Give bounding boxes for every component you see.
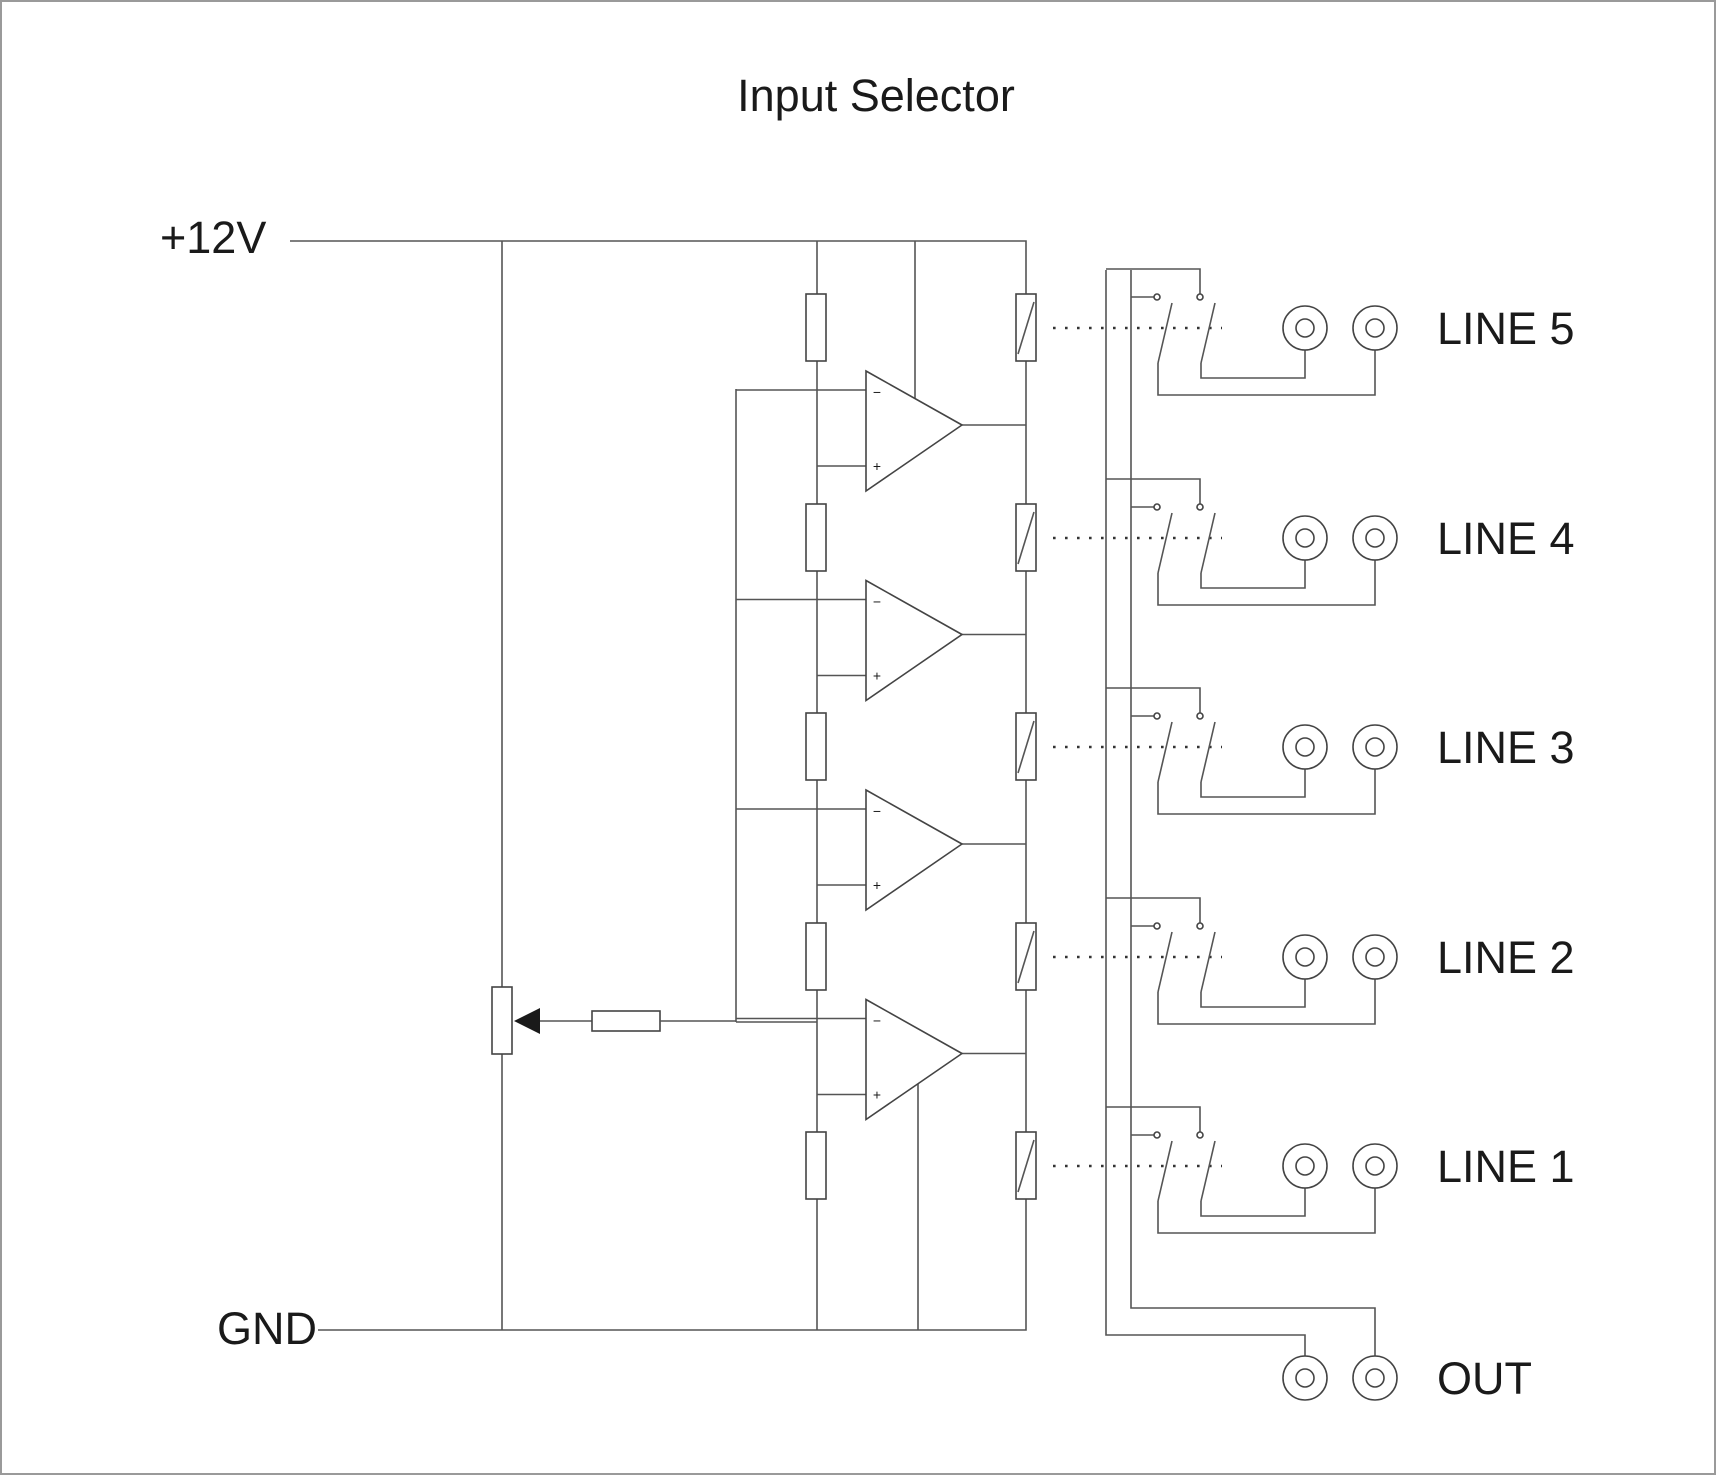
- opamp-plus-label: +: [873, 668, 881, 684]
- divider-resistor-4: [805, 503, 827, 572]
- comparator-1: −+: [736, 369, 1026, 493]
- input-jack-right: [1352, 724, 1398, 770]
- relay-coil-4: [1015, 503, 1037, 572]
- opamp-plus-label: +: [873, 1087, 881, 1103]
- line-label-3: LINE 3: [1437, 722, 1575, 773]
- opamp-plus-label: +: [873, 877, 881, 893]
- switch-bank-2: [1106, 897, 1398, 1025]
- comparator-4: −+: [736, 998, 1026, 1122]
- line-label-5: LINE 5: [1437, 303, 1575, 354]
- opamp-triangle: [865, 369, 964, 493]
- input-jack-right: [1352, 1143, 1398, 1189]
- output-jack-right: [1352, 1355, 1398, 1401]
- divider-resistor-5: [805, 293, 827, 362]
- opamp-minus-label: −: [873, 1013, 881, 1029]
- switch-bank-5: [1106, 268, 1398, 396]
- comparator-3: −+: [736, 788, 1026, 912]
- input-jack-left: [1282, 1143, 1328, 1189]
- line-label-2: LINE 2: [1437, 932, 1575, 983]
- relay-coil-2: [1015, 922, 1037, 991]
- power-wiring: [290, 240, 1027, 1331]
- line-label-1: LINE 1: [1437, 1141, 1575, 1192]
- input-jack-left: [1282, 515, 1328, 561]
- diagram-title: Input Selector: [737, 70, 1015, 121]
- divider-resistor-1: [805, 1131, 827, 1200]
- opamp-minus-label: −: [873, 803, 881, 819]
- output-jacks: [1105, 270, 1398, 1401]
- supply-label: +12V: [160, 212, 266, 263]
- line-label-4: LINE 4: [1437, 513, 1575, 564]
- ground-label: GND: [217, 1303, 317, 1354]
- switch-bank-1: [1106, 1106, 1398, 1234]
- opamp-triangle: [865, 998, 964, 1122]
- input-jack-left: [1282, 724, 1328, 770]
- relay-switch-banks: LINE 5 LINE 4 LINE 3 LINE 2 LINE 1: [1053, 268, 1575, 1234]
- relay-coil-1: [1015, 1131, 1037, 1200]
- wiper-arrow-icon: [514, 1008, 540, 1034]
- divider-resistor-3: [805, 712, 827, 781]
- potentiometer: [491, 986, 592, 1055]
- input-jack-left: [1282, 305, 1328, 351]
- input-jack-right: [1352, 934, 1398, 980]
- opamp-plus-label: +: [873, 458, 881, 474]
- opamp-minus-label: −: [873, 594, 881, 610]
- switch-bank-3: [1106, 687, 1398, 815]
- comparator-2: −+: [736, 579, 1026, 703]
- output-jack-left: [1282, 1355, 1328, 1401]
- input-jack-right: [1352, 305, 1398, 351]
- relay-coil-5: [1015, 293, 1037, 362]
- series-resistor: [591, 1010, 661, 1032]
- divider-resistor-2: [805, 922, 827, 991]
- opamp-minus-label: −: [873, 384, 881, 400]
- input-jack-right: [1352, 515, 1398, 561]
- input-jack-left: [1282, 934, 1328, 980]
- relay-coil-3: [1015, 712, 1037, 781]
- switch-bank-4: [1106, 478, 1398, 606]
- opamp-triangle: [865, 788, 964, 912]
- output-label: OUT: [1437, 1353, 1532, 1404]
- comparator-stages: −+−+−+−+: [736, 293, 1037, 1200]
- opamp-triangle: [865, 579, 964, 703]
